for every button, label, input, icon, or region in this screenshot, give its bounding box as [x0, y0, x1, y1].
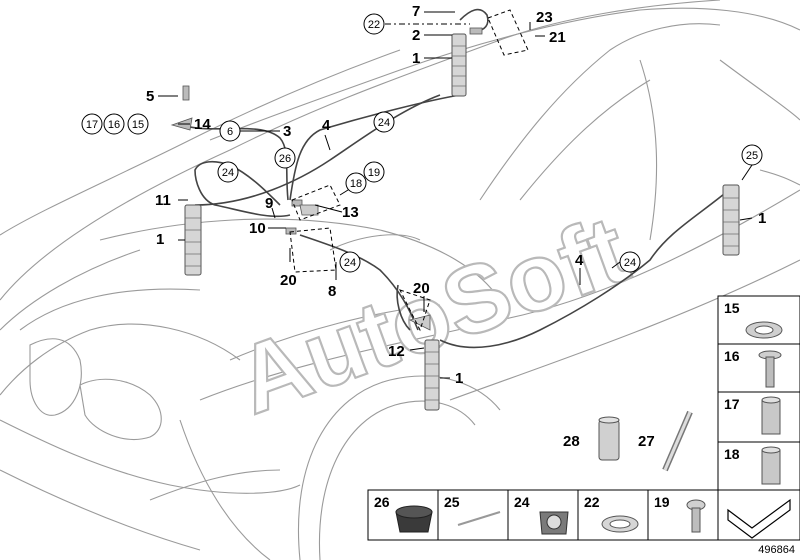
rivet-nut-18 [761, 449, 781, 485]
image-number: 496864 [758, 544, 795, 556]
callout-9: 9 [265, 195, 273, 212]
callout-24-b: 24 [222, 167, 234, 179]
callout-3: 3 [283, 123, 291, 140]
callout-15: 15 [132, 119, 144, 131]
callout-16: 16 [108, 119, 120, 131]
panel-label-19: 19 [654, 494, 670, 510]
panel-label-16: 16 [724, 348, 740, 364]
callout-4-top: 4 [322, 117, 331, 134]
arrow-symbol [727, 498, 791, 539]
cable-tie-25 [457, 511, 501, 526]
callout-20-center: 20 [413, 280, 430, 297]
detail-outlines [289, 9, 529, 332]
callout-1-center: 1 [455, 370, 463, 387]
callout-2: 2 [412, 27, 420, 44]
callout-13: 13 [342, 204, 359, 221]
callout-17: 17 [86, 119, 98, 131]
callout-11: 11 [155, 192, 171, 209]
panel-label-25: 25 [444, 494, 460, 510]
part-27-label: 27 [638, 433, 655, 450]
panel-label-18: 18 [724, 446, 740, 462]
loose-parts: 28 27 [563, 410, 693, 472]
callout-12: 12 [388, 343, 405, 360]
callout-10: 10 [249, 220, 266, 237]
callout-6: 6 [227, 126, 233, 138]
callout-24-d: 24 [624, 257, 636, 269]
circled-callouts: 22 17 16 15 6 24 26 24 19 18 24 24 25 [81, 13, 763, 273]
callout-26: 26 [279, 153, 291, 165]
panel-label-24: 24 [514, 494, 530, 510]
callout-24-a: 24 [378, 117, 390, 129]
side-panel: 15 16 17 18 [717, 295, 800, 493]
callout-25: 25 [746, 150, 758, 162]
part-28-label: 28 [563, 433, 580, 450]
callout-1-top: 1 [412, 50, 420, 67]
panel-label-22: 22 [584, 494, 600, 510]
panel-label-15: 15 [724, 300, 740, 316]
nozzle-assemblies [170, 27, 740, 411]
panel-label-17: 17 [724, 396, 740, 412]
callout-19: 19 [368, 167, 380, 179]
callout-4-right: 4 [575, 252, 584, 269]
callout-14: 14 [194, 116, 211, 133]
hoses [182, 8, 736, 349]
bottom-panel: 26 25 24 22 19 [367, 489, 800, 541]
callout-1-right: 1 [758, 210, 766, 227]
callout-1-left: 1 [156, 231, 164, 248]
callout-21: 21 [549, 29, 566, 46]
callouts: 7 2 1 23 21 5 14 3 4 11 1 9 10 13 20 8 2… [146, 3, 766, 387]
callout-7: 7 [412, 3, 420, 20]
rivet-nut-17 [761, 399, 781, 435]
part-28-sleeve [598, 419, 620, 461]
panel-label-26: 26 [374, 494, 390, 510]
callout-22: 22 [368, 19, 380, 31]
callout-18: 18 [350, 178, 362, 190]
callout-5: 5 [146, 88, 154, 105]
callout-24-c: 24 [344, 257, 356, 269]
callout-23: 23 [536, 9, 553, 26]
callout-20-left: 20 [280, 272, 297, 289]
callout-8: 8 [328, 283, 336, 300]
